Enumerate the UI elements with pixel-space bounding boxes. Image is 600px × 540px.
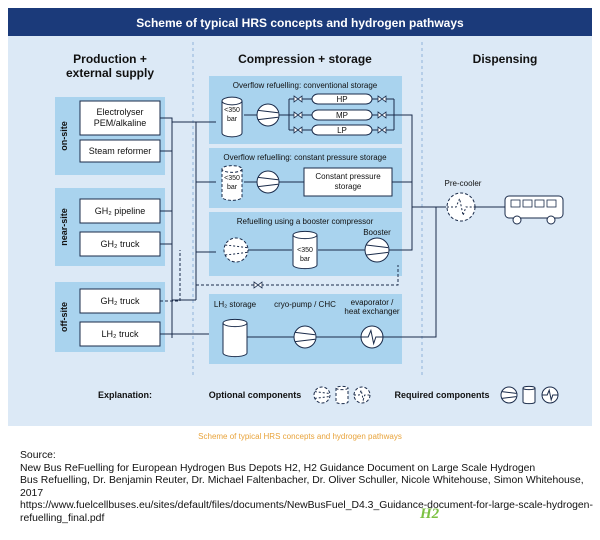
gh2-truck-off-box bbox=[79, 288, 161, 314]
title-bar bbox=[8, 8, 592, 36]
tank-label: bar bbox=[227, 116, 238, 123]
precooler-label: Pre-cooler bbox=[445, 179, 482, 188]
compressor-icon bbox=[256, 170, 280, 194]
source-line: Source: bbox=[20, 450, 56, 461]
constant-pressure-storage-label: storage bbox=[335, 182, 362, 191]
panel-conventional-title: Overflow refuelling: conventional storag… bbox=[233, 81, 378, 90]
tank-label: <350 bbox=[297, 247, 313, 254]
booster-compressor-icon bbox=[364, 237, 390, 263]
source-line: 2017 bbox=[20, 487, 44, 499]
gh2-truck-near-label: GH₂ truck bbox=[101, 239, 140, 249]
diagram-title: Scheme of typical HRS concepts and hydro… bbox=[136, 16, 464, 30]
collector-line bbox=[160, 117, 173, 338]
gh2-truck-near-box bbox=[79, 231, 161, 257]
figure-caption: Scheme of typical HRS concepts and hydro… bbox=[198, 432, 402, 441]
legend-required-label: Required components bbox=[394, 390, 489, 400]
constant-pressure-storage-box bbox=[303, 167, 393, 197]
gh2-pipeline-label: GH₂ pipeline bbox=[95, 206, 146, 216]
valve-icon bbox=[377, 95, 387, 103]
source-line: Bus Refuelling, Dr. Benjamin Reuter, Dr.… bbox=[20, 475, 584, 487]
valve-icon bbox=[293, 126, 303, 134]
column-header-production: external supply bbox=[66, 66, 154, 80]
dashed-pipe bbox=[160, 250, 181, 302]
bus-icon bbox=[504, 195, 564, 225]
legend-optional-label: Optional components bbox=[209, 390, 302, 400]
tank-label: bar bbox=[227, 184, 238, 191]
dashed-bypass bbox=[196, 265, 399, 286]
source-link[interactable]: https://www.fuelcellbuses.eu/sites/defau… bbox=[20, 500, 593, 512]
group-label-off_site: off-site bbox=[59, 302, 69, 332]
pressure-box-lp-label: LP bbox=[337, 126, 347, 135]
watermark-logo: H2 bbox=[420, 506, 440, 522]
electrolyser-label: Electrolyser bbox=[96, 107, 143, 117]
cryo-pump-label: cryo-pump / CHC bbox=[274, 300, 336, 309]
constant-pressure-storage-label: Constant pressure bbox=[315, 172, 381, 181]
pipe-line bbox=[394, 114, 413, 207]
column-header-compression: Compression + storage bbox=[238, 52, 372, 66]
hrs-scheme-diagram: Scheme of typical HRS concepts and hydro… bbox=[8, 8, 592, 426]
column-header-dispensing: Dispensing bbox=[473, 52, 538, 66]
valve-icon bbox=[293, 95, 303, 103]
precooler-icon bbox=[446, 192, 476, 222]
gh2-truck-off-label: GH₂ truck bbox=[101, 296, 140, 306]
evaporator-label: heat exchanger bbox=[344, 307, 399, 316]
valve-icon bbox=[377, 111, 387, 119]
booster-label: Booster bbox=[363, 228, 391, 237]
legend-explanation: Explanation: bbox=[98, 390, 152, 400]
steam-reformer-label: Steam reformer bbox=[89, 146, 152, 156]
tank-label: bar bbox=[300, 256, 311, 263]
valve-icon bbox=[253, 281, 263, 289]
legend-required-tank-icon bbox=[522, 385, 536, 405]
cryo-pump-icon bbox=[293, 325, 317, 349]
legend-area bbox=[8, 375, 592, 415]
tank-optional-icon bbox=[221, 165, 243, 201]
electrolyser-label: PEM/alkaline bbox=[94, 118, 147, 128]
compressor-icon bbox=[256, 103, 280, 127]
gh2-pipeline-box bbox=[79, 198, 161, 224]
group-label-on_site: on-site bbox=[59, 121, 69, 151]
column-header-production: Production + bbox=[73, 52, 147, 66]
tank-icon bbox=[292, 230, 318, 270]
tank-label: <350 bbox=[224, 107, 240, 114]
legend-optional-hx-icon bbox=[353, 386, 371, 404]
valve-icon bbox=[293, 111, 303, 119]
pressure-box-hp-label: HP bbox=[336, 95, 347, 104]
panel-booster-title: Refuelling using a booster compressor bbox=[237, 217, 374, 226]
source-link-cont[interactable]: refuelling_final.pdf bbox=[20, 512, 105, 524]
tank-icon bbox=[221, 96, 243, 138]
lh2-tank-icon bbox=[222, 318, 248, 358]
legend-required-hx-icon bbox=[541, 386, 559, 404]
pressure-box-mp-label: MP bbox=[336, 111, 348, 120]
source-text: Source: New Bus ReFuelling for European … bbox=[20, 450, 593, 526]
legend-optional-compressor-icon bbox=[313, 386, 331, 404]
pipe-line bbox=[389, 207, 413, 251]
pipe-line bbox=[383, 207, 437, 338]
legend-required-compressor-icon bbox=[500, 386, 518, 404]
compressor-optional-icon bbox=[223, 237, 249, 263]
electrolyser-box bbox=[79, 100, 161, 136]
lh2-storage-label: LH₂ storage bbox=[214, 300, 257, 309]
evaporator-icon bbox=[360, 325, 384, 349]
lh2-truck-label: LH₂ truck bbox=[101, 329, 139, 339]
tank-label: <350 bbox=[224, 175, 240, 182]
valve-icon bbox=[377, 126, 387, 134]
legend-optional-tank-icon bbox=[335, 385, 349, 405]
lh2-truck-box bbox=[79, 321, 161, 347]
source-line: New Bus ReFuelling for European Hydrogen… bbox=[20, 462, 536, 474]
panel-constant-title: Overflow refuelling: constant pressure s… bbox=[223, 153, 387, 162]
evaporator-label: evaporator / bbox=[351, 298, 394, 307]
group-label-near_site: near-site bbox=[59, 208, 69, 246]
